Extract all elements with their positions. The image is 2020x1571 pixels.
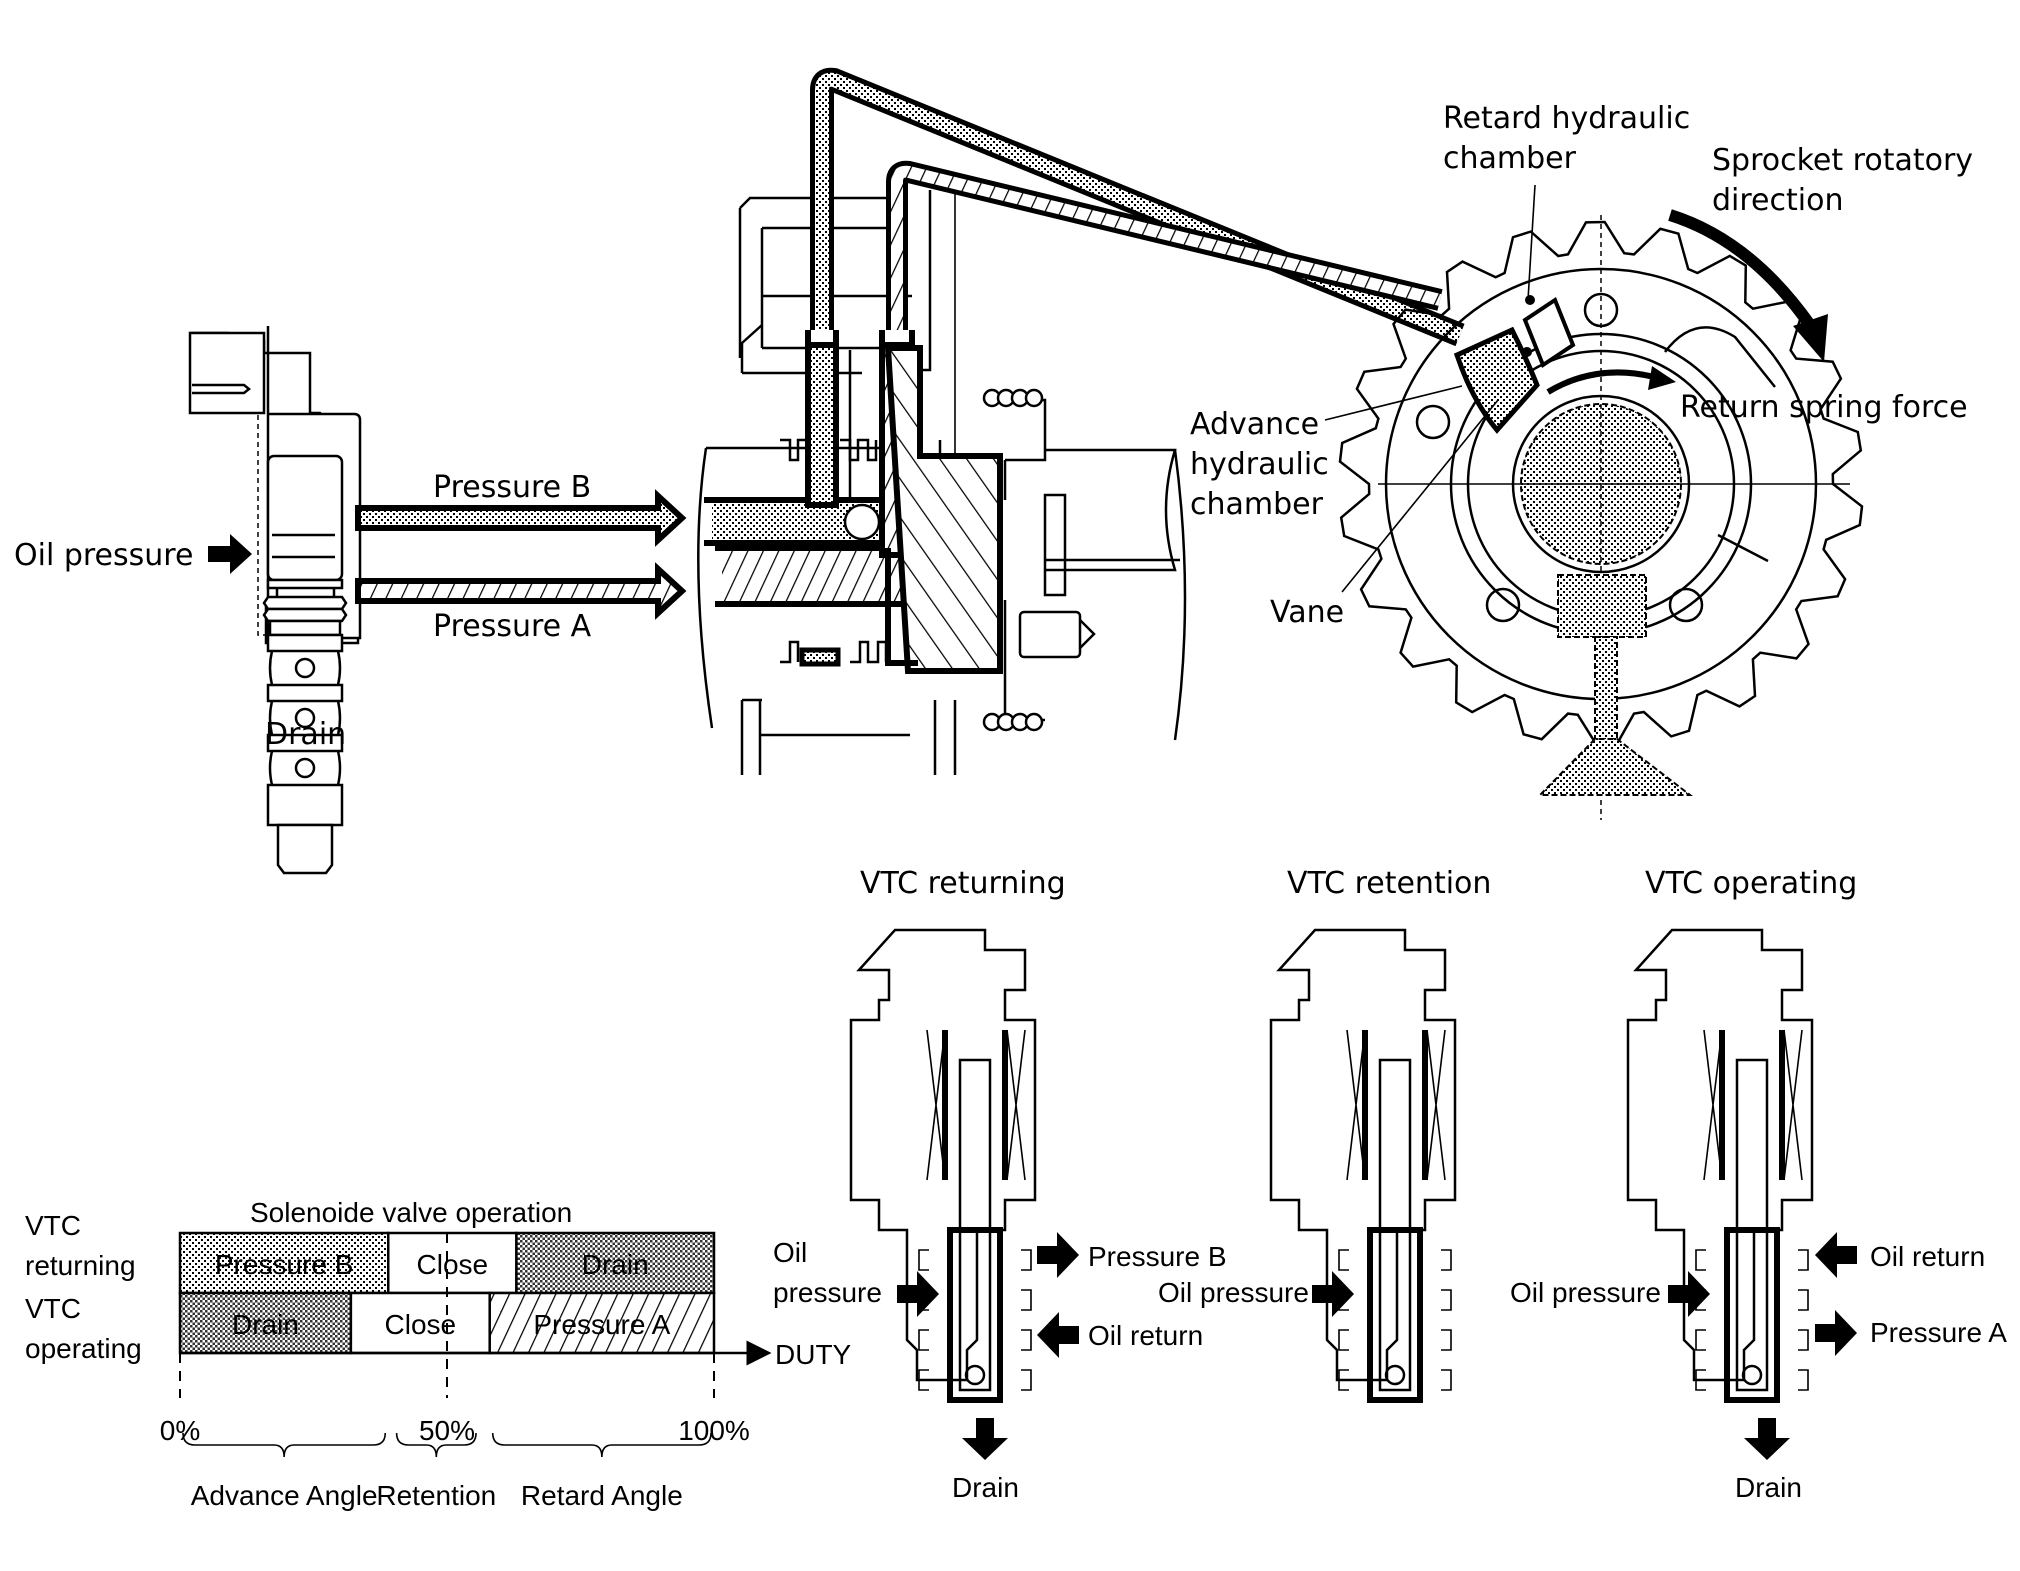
row-label-operating: VTC <box>25 1293 81 1324</box>
row-label-returning: VTC <box>25 1210 81 1241</box>
row-label-returning-2: returning <box>25 1250 136 1281</box>
pressure-b-label: Pressure B <box>433 470 591 505</box>
chart-segment-label: Close <box>417 1249 489 1280</box>
oil-pressure-arrow-icon <box>897 1271 939 1317</box>
vtc-sprocket <box>1324 184 1864 820</box>
chart-segment-label: Pressure B <box>215 1249 354 1280</box>
chart-segment-label: Drain <box>232 1309 299 1340</box>
retard-chamber-label: Retard hydraulic <box>1443 101 1690 136</box>
advance-chamber-label-2: hydraulic <box>1190 447 1329 482</box>
operating-oil-pressure-label: Oil pressure <box>1510 1277 1661 1308</box>
retard-chamber-label-2: chamber <box>1443 141 1577 176</box>
sprocket-rotation-label: Sprocket rotatory <box>1712 143 1973 178</box>
state-vtc-returning: VTC returning <box>849 866 1066 1403</box>
returning-drain-label: Drain <box>952 1472 1019 1503</box>
state-title: VTC operating <box>1645 866 1857 901</box>
operating-pressure-a-label: Pressure A <box>1870 1317 2007 1348</box>
range-label: Retard Angle <box>521 1480 683 1511</box>
chart-segment-label: Drain <box>582 1249 649 1280</box>
chart-segment-label: Close <box>385 1309 457 1340</box>
x-axis-label: DUTY <box>775 1339 852 1370</box>
return-spring-force-label: Return spring force <box>1680 390 1968 425</box>
x-tick-label: 0% <box>160 1415 200 1446</box>
vane-label: Vane <box>1270 595 1344 630</box>
advance-chamber-label-3: chamber <box>1190 487 1324 522</box>
sprocket-rotation-arrow-icon <box>1668 209 1828 362</box>
camshaft-cross-section <box>697 67 1465 775</box>
x-tick-label: 50% <box>419 1415 475 1446</box>
returning-oil-pressure-label: Oil <box>773 1237 807 1268</box>
oil-pressure-arrow-icon <box>1668 1271 1710 1317</box>
range-brace <box>491 1432 712 1458</box>
returning-pressure-b-label: Pressure B <box>1088 1241 1227 1272</box>
oil-return-arrow-icon <box>1037 1312 1079 1358</box>
x-tick-label: 100% <box>678 1415 750 1446</box>
operating-drain-label: Drain <box>1735 1472 1802 1503</box>
solenoid-valve-external <box>188 326 362 875</box>
chart-segment-drain <box>515 1231 716 1295</box>
range-label: Advance Angle <box>191 1480 378 1511</box>
chart-segment-close <box>387 1231 518 1295</box>
return-spring-force-arrow-icon <box>1546 366 1676 395</box>
oil-pressure-inlet-arrow-icon <box>208 534 252 574</box>
row-label-operating-2: operating <box>25 1333 142 1364</box>
chart-segment-label: Pressure A <box>533 1309 670 1340</box>
pressure-a-arrow-icon <box>1815 1310 1857 1356</box>
sprocket-rotation-label-2: direction <box>1712 183 1843 218</box>
range-brace <box>182 1432 387 1458</box>
returning-oil-return-label: Oil return <box>1088 1320 1203 1351</box>
state-title: VTC retention <box>1287 866 1491 901</box>
chart-segment-drain <box>178 1291 353 1355</box>
pressure-b-arrow-icon <box>355 489 687 547</box>
oil-return-arrow-icon <box>1815 1232 1857 1278</box>
drain-arrow-icon <box>962 1418 1008 1460</box>
chart-title: Solenoide valve operation <box>250 1197 572 1228</box>
advance-chamber-label: Advance <box>1190 407 1319 442</box>
oil-pressure-label: Oil pressure <box>14 538 193 573</box>
state-title: VTC returning <box>860 866 1066 901</box>
solenoid-operation-chart: Solenoide valve operation VTC returning … <box>25 1197 852 1511</box>
operating-oil-return-label: Oil return <box>1870 1241 1985 1272</box>
valve-spring-upper <box>982 388 1044 408</box>
returning-oil-pressure-label-2: pressure <box>773 1277 882 1308</box>
valve-spring-lower <box>982 712 1044 732</box>
range-label: Retention <box>376 1480 496 1511</box>
pressure-a-arrow-icon <box>355 562 687 620</box>
retention-oil-pressure-label: Oil pressure <box>1158 1277 1309 1308</box>
oil-pressure-arrow-icon <box>1312 1271 1354 1317</box>
state-vtc-retention: VTC retention <box>1269 866 1491 1403</box>
drain-label: Drain <box>265 717 346 752</box>
drain-arrow-icon <box>1744 1418 1790 1460</box>
state-vtc-operating: VTC operating <box>1626 866 1857 1403</box>
range-brace <box>395 1432 477 1458</box>
pressure-a-label: Pressure A <box>433 609 592 644</box>
pressure-b-arrow-icon <box>1037 1232 1079 1278</box>
